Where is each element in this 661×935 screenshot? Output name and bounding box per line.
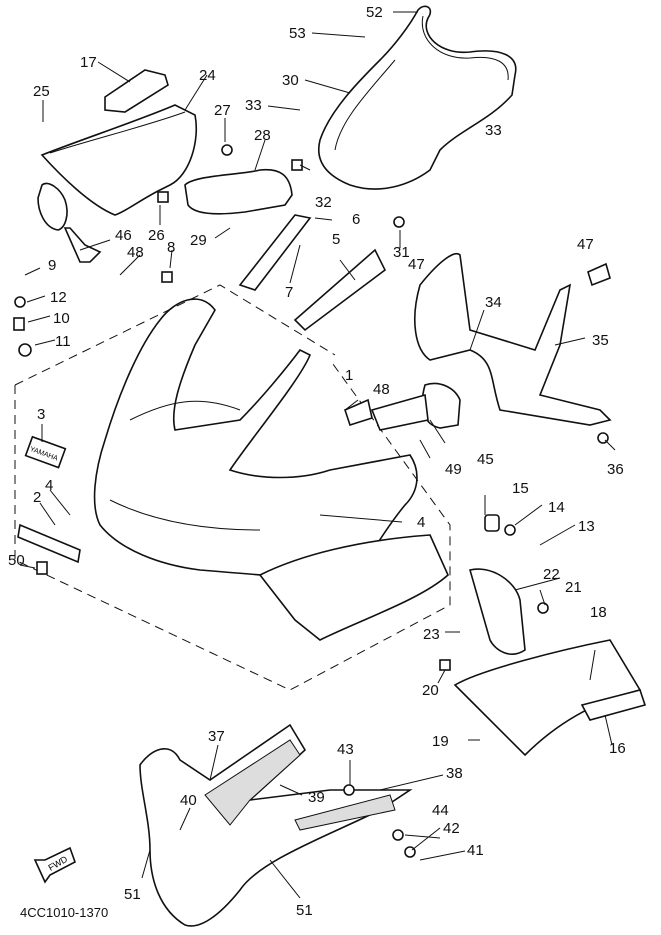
callout-51-bottom: 51 (296, 902, 313, 919)
yamaha-emblem: YAMAHA (24, 435, 67, 469)
callout-38: 38 (446, 765, 463, 782)
lower-panel-4 (258, 534, 449, 641)
callout-10: 10 (53, 310, 70, 327)
reflector-strip (17, 523, 81, 564)
callout-25: 25 (33, 83, 50, 100)
callout-6: 6 (352, 211, 361, 228)
callout-45: 45 (477, 451, 494, 468)
callout-27: 27 (214, 102, 231, 119)
forward-arrow: FWD (33, 846, 76, 884)
windscreen (318, 5, 517, 190)
callout-48-right: 48 (373, 381, 390, 398)
callout-30: 30 (282, 72, 299, 89)
fasteners (13, 144, 611, 858)
callout-53: 53 (289, 25, 306, 42)
callout-18: 18 (590, 604, 607, 621)
callout-13: 13 (578, 518, 595, 535)
callout-44: 44 (432, 802, 449, 819)
callout-50: 50 (8, 552, 25, 569)
callout-47-left: 47 (408, 256, 425, 273)
callout-22: 22 (543, 566, 560, 583)
trim-piece-5 (293, 248, 387, 332)
callout-11: 11 (55, 333, 71, 350)
callout-4-right: 4 (417, 514, 426, 531)
side-inner-panel (40, 104, 198, 216)
left-mirror (37, 182, 102, 263)
callout-5: 5 (332, 231, 341, 248)
callout-47-right: 47 (577, 236, 594, 253)
callout-52: 52 (366, 4, 383, 21)
callout-24: 24 (199, 67, 216, 84)
callout-28: 28 (254, 127, 271, 144)
callout-33-right: 33 (485, 122, 502, 139)
callout-35: 35 (592, 332, 609, 349)
callout-15: 15 (512, 480, 529, 497)
callout-41: 41 (467, 842, 484, 859)
callout-17: 17 (80, 54, 97, 71)
callout-51-left: 51 (124, 886, 141, 903)
air-duct (184, 168, 293, 215)
callout-26: 26 (148, 227, 165, 244)
callout-1: 1 (345, 367, 354, 384)
callout-12: 12 (50, 289, 67, 306)
callout-37: 37 (208, 728, 225, 745)
callout-40: 40 (180, 792, 197, 809)
trim-piece-6 (238, 214, 312, 291)
callout-16: 16 (609, 740, 626, 757)
callout-33-left: 33 (245, 97, 262, 114)
callout-49: 49 (445, 461, 462, 478)
callout-36: 36 (607, 461, 624, 478)
cowling-stay-frame (414, 253, 612, 426)
callout-7: 7 (285, 284, 294, 301)
callout-4-left: 4 (45, 477, 54, 494)
main-cowling (93, 298, 418, 581)
callout-42: 42 (443, 820, 460, 837)
callout-9: 9 (48, 257, 57, 274)
under-cowl (139, 723, 413, 927)
right-mirror (421, 382, 461, 429)
callout-2: 2 (33, 489, 42, 506)
duct-22 (469, 568, 526, 655)
callout-48-top: 48 (127, 244, 144, 261)
mirror-gasket (344, 398, 373, 427)
callout-29: 29 (190, 232, 207, 249)
callout-14: 14 (548, 499, 565, 516)
leader-lines (19, 11, 616, 899)
callout-20: 20 (422, 682, 439, 699)
grille-16 (580, 689, 647, 721)
callout-3: 3 (37, 406, 46, 423)
callout-39: 39 (308, 789, 325, 806)
duct-cover (104, 69, 169, 113)
callout-43: 43 (337, 741, 354, 758)
callout-21: 21 (565, 579, 582, 596)
callout-8: 8 (167, 239, 176, 256)
callout-23: 23 (423, 626, 440, 643)
callout-19: 19 (432, 733, 449, 750)
callout-34: 34 (485, 294, 502, 311)
callout-32: 32 (315, 194, 332, 211)
callout-46: 46 (115, 227, 132, 244)
diagram-code: 4CC1010-1370 (20, 905, 109, 920)
callout-31: 31 (393, 244, 410, 261)
